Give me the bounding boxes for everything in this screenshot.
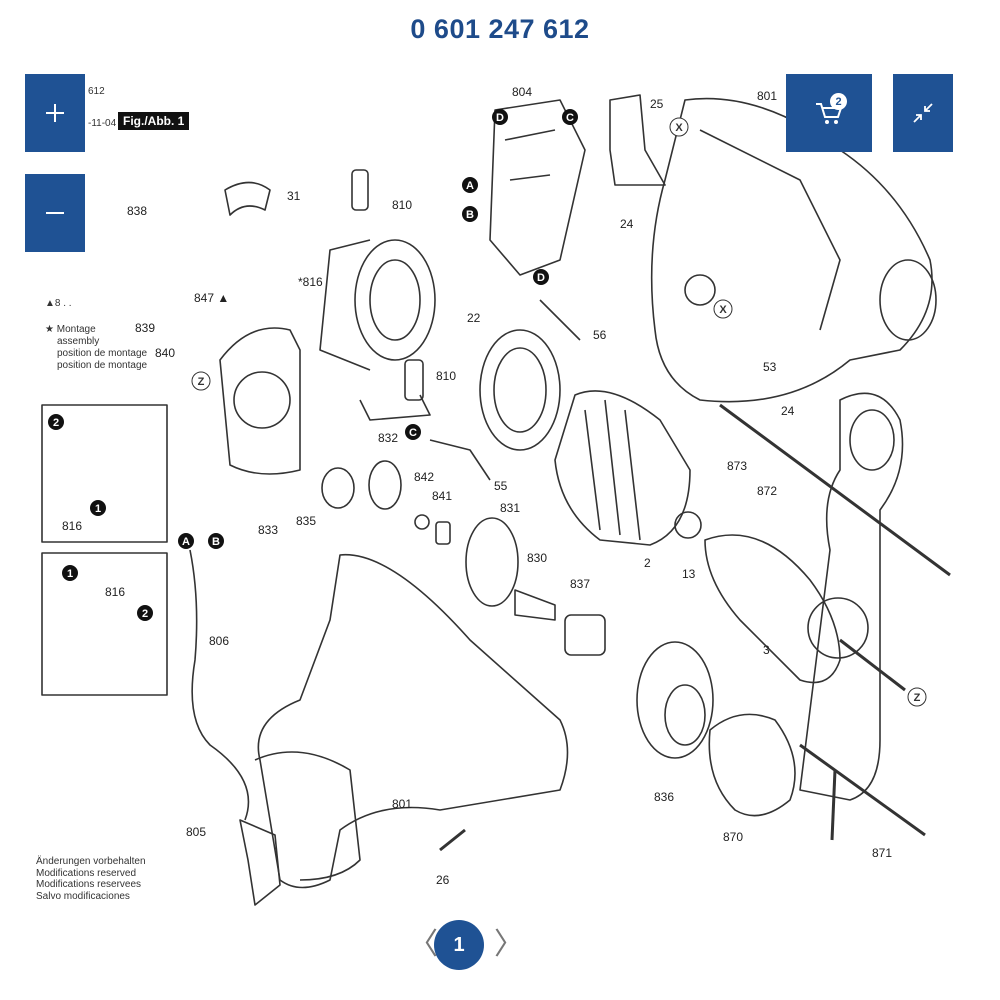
svg-text:24: 24 [781,404,795,418]
svg-text:26: 26 [436,873,450,887]
prev-page-button[interactable]: 〈 [408,927,438,962]
figure-label: Fig./Abb. 1 [118,112,190,130]
svg-text:810: 810 [436,369,456,383]
svg-text:22: 22 [467,311,481,325]
part-number-title: 0 601 247 612 [410,14,590,44]
svg-text:24: 24 [620,217,634,231]
armature-shape [704,534,841,684]
plus-icon [46,104,64,122]
zoom-in-button[interactable] [25,74,85,152]
drawing-date-fragment: -11-04 [88,118,117,129]
svg-text:839: 839 [135,321,155,335]
svg-text:837: 837 [570,577,590,591]
modifications-note: Änderungen vorbehalten Modifications res… [36,856,146,902]
svg-text:841: 841 [432,489,452,503]
svg-text:835: 835 [296,514,316,528]
svg-text:D: D [537,272,545,284]
svg-text:25: 25 [650,97,664,111]
svg-text:832: 832 [378,431,398,445]
svg-text:A: A [466,180,474,192]
legend-star-note: ★ Montage assembly position de montage p… [45,324,148,371]
collapse-arrows-icon [913,103,933,123]
svg-text:3: 3 [763,643,770,657]
svg-text:2: 2 [53,417,59,429]
svg-text:801: 801 [757,89,777,103]
svg-text:830: 830 [527,551,547,565]
svg-text:838: 838 [127,204,147,218]
svg-text:1: 1 [95,503,101,515]
svg-text:13: 13 [682,567,696,581]
cart-button[interactable]: 2 [786,74,872,152]
bearing-plate-shape [219,327,301,475]
svg-text:55: 55 [494,479,508,493]
svg-text:842: 842 [414,470,434,484]
svg-text:871: 871 [872,846,892,860]
svg-text:806: 806 [209,634,229,648]
housing-left-shape [257,553,569,889]
svg-text:1: 1 [67,568,73,580]
drawing-code-fragment: 612 [88,86,105,97]
svg-text:804: 804 [512,85,532,99]
svg-text:810: 810 [392,198,412,212]
svg-text:833: 833 [258,523,278,537]
zoom-out-button[interactable] [25,174,85,252]
svg-text:53: 53 [763,360,777,374]
svg-text:873: 873 [727,459,747,473]
svg-text:816: 816 [62,519,82,533]
svg-text:2: 2 [644,556,651,570]
legend-triangle-note: ▲8 . . [45,298,72,309]
svg-text:836: 836 [654,790,674,804]
svg-text:Z: Z [198,376,205,388]
svg-text:B: B [212,536,220,548]
svg-text:X: X [675,122,683,134]
svg-text:*816: *816 [298,275,323,289]
svg-text:847 ▲: 847 ▲ [194,291,229,305]
svg-text:805: 805 [186,825,206,839]
next-page-button[interactable]: 〉 [494,927,524,962]
svg-text:A: A [182,536,190,548]
svg-text:2: 2 [142,608,148,620]
svg-text:872: 872 [757,484,777,498]
aux-handle-shape [799,392,904,801]
svg-text:831: 831 [500,501,520,515]
current-page-indicator[interactable]: 1 [434,920,484,970]
svg-text:C: C [566,112,574,124]
svg-text:31: 31 [287,189,301,203]
svg-text:B: B [466,209,474,221]
svg-text:C: C [409,427,417,439]
svg-text:816: 816 [105,585,125,599]
svg-text:840: 840 [155,346,175,360]
svg-text:D: D [496,112,504,124]
switch-shape [489,99,586,276]
svg-text:870: 870 [723,830,743,844]
field-shape [554,390,691,546]
cart-count-badge: 2 [830,93,847,110]
svg-text:56: 56 [593,328,607,342]
svg-text:Z: Z [914,692,921,704]
svg-text:X: X [719,304,727,316]
svg-text:801: 801 [392,797,412,811]
minus-icon [46,212,64,214]
collapse-view-button[interactable] [893,74,953,152]
pagination: 〈 1 〉 [0,916,1000,980]
